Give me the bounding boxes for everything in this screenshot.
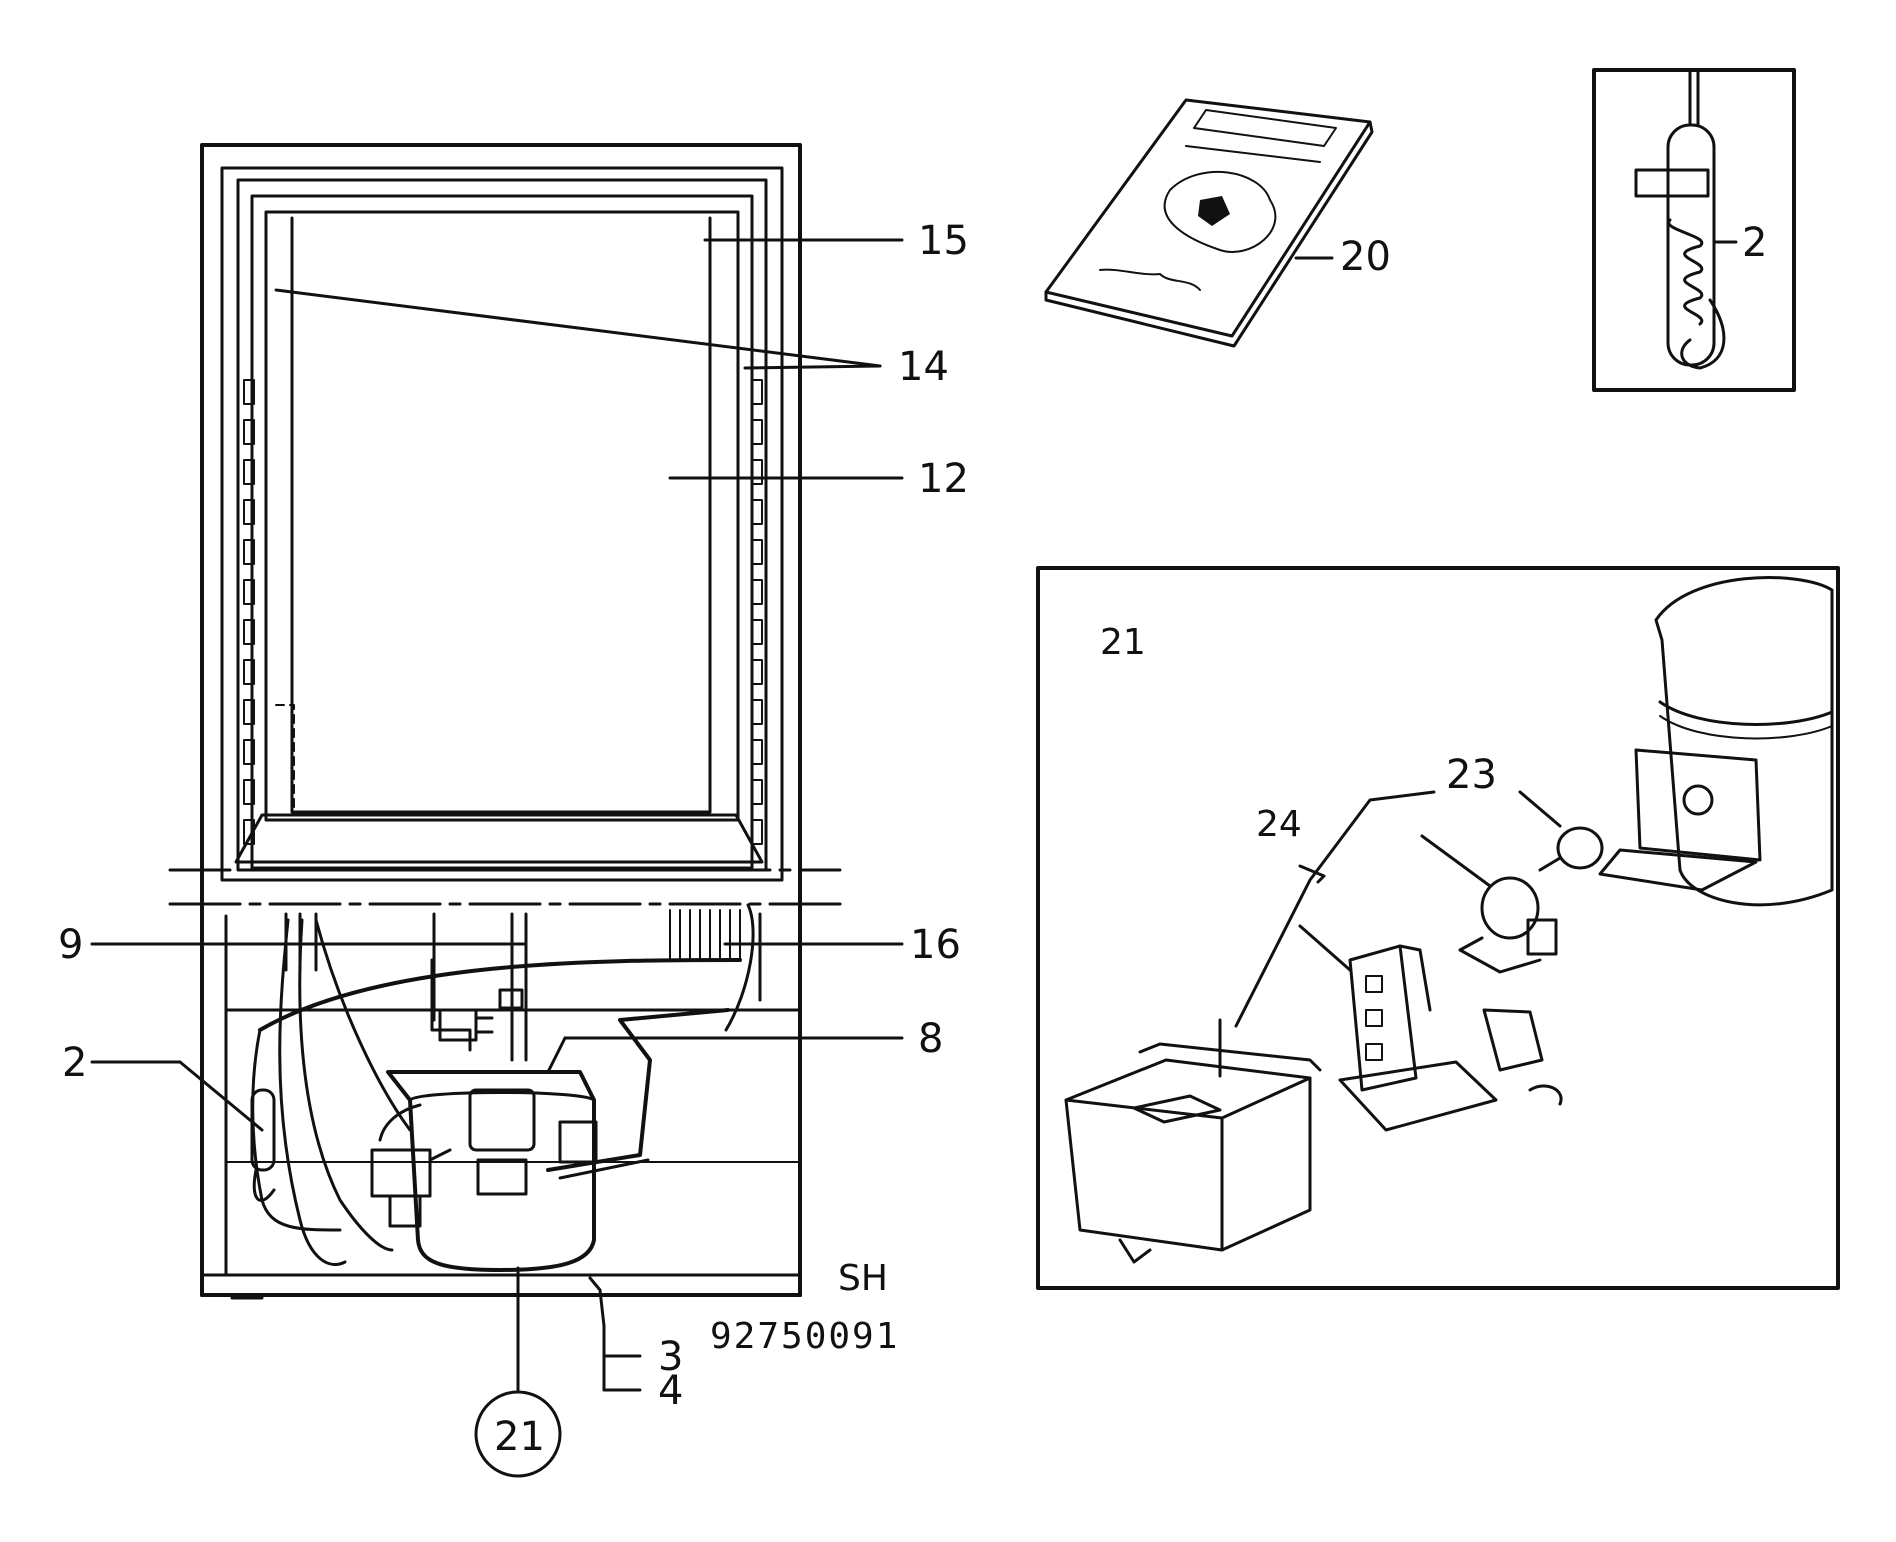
- callout-8: 8: [918, 1016, 943, 1062]
- mark-initials: SH: [838, 1258, 888, 1299]
- ptc-relay: [1420, 834, 1558, 974]
- callout-21-inset: 21: [1100, 622, 1146, 663]
- fridge-cabinet: [168, 143, 842, 1328]
- callout-21-circled: 21: [494, 1414, 545, 1460]
- callout-16: 16: [910, 922, 961, 968]
- callout-20: 20: [1340, 234, 1391, 280]
- callout-12: 12: [918, 456, 969, 502]
- power-plug: [430, 958, 524, 1052]
- condenser-coil: [669, 903, 755, 1032]
- instruction-booklet: [1044, 98, 1374, 348]
- callout-14: 14: [898, 344, 949, 390]
- leader-lines-main: [90, 238, 904, 1478]
- callout-15: 15: [918, 218, 969, 264]
- thermostat-probe-left: [250, 1088, 276, 1202]
- overload-protector: [1538, 826, 1604, 872]
- start-relay: [370, 1148, 452, 1228]
- callout-4: 4: [658, 1368, 683, 1414]
- drawing-number: 92750091: [710, 1316, 899, 1357]
- callout-23: 23: [1446, 752, 1497, 798]
- callout-9: 9: [58, 922, 83, 968]
- left-gasket: [243, 379, 255, 845]
- terminal-block: [1298, 924, 1432, 1092]
- callout-24: 24: [1256, 804, 1302, 845]
- thermostat-probe-inset: [1592, 68, 1796, 392]
- relay-cover: [1064, 1018, 1322, 1264]
- callout-2-left: 2: [62, 1040, 87, 1086]
- callout-2-inset: 2: [1742, 220, 1767, 266]
- callout-3: 3: [658, 1334, 683, 1380]
- compressor: [378, 1008, 730, 1272]
- compressor-electrical-inset: [1036, 566, 1840, 1290]
- right-gasket: [751, 379, 763, 845]
